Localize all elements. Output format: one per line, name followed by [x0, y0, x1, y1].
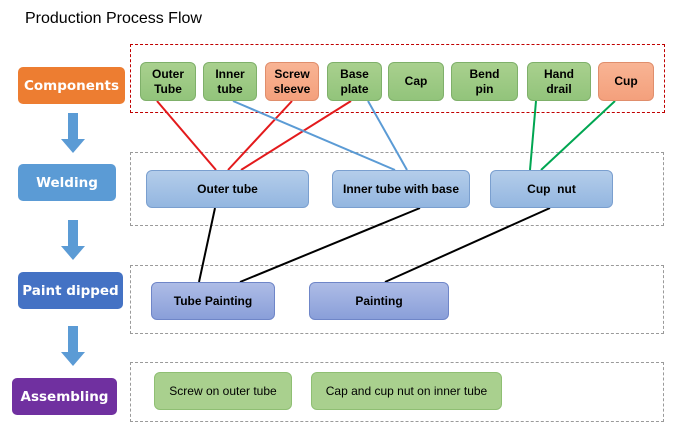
- welding-cup-nut: Cup nut: [490, 170, 613, 208]
- painting-group: [130, 265, 664, 334]
- diagram-title: Production Process Flow: [25, 10, 202, 27]
- stage-components-label: Components: [23, 77, 120, 94]
- connector-line: [367, 100, 408, 171]
- connector-line: [384, 207, 551, 283]
- components-group: [130, 44, 665, 113]
- assembling-group: [130, 362, 664, 422]
- assembling-screw-on-outer-tube: Screw on outer tube: [154, 372, 292, 410]
- component-cap: Cap: [388, 62, 444, 101]
- connector-line: [156, 100, 217, 171]
- painting-tube-painting: Tube Painting: [151, 282, 275, 320]
- stage-components: Components: [18, 67, 125, 104]
- connector-line: [227, 100, 293, 171]
- painting-painting: Painting: [309, 282, 449, 320]
- stage-welding-label: Welding: [36, 174, 98, 191]
- down-arrow-icon: [61, 113, 85, 153]
- stage-welding: Welding: [18, 164, 116, 201]
- stage-assembling: Assembling: [12, 378, 117, 415]
- stage-assembling-label: Assembling: [20, 388, 109, 405]
- stage-paint-dipped: Paint dipped: [18, 272, 123, 309]
- assembling-cap-and-cup-nut: Cap and cup nut on inner tube: [311, 372, 502, 410]
- down-arrow-icon: [61, 220, 85, 260]
- welding-outer-tube: Outer tube: [146, 170, 309, 208]
- connector-line: [232, 100, 396, 171]
- connector-line: [540, 100, 616, 171]
- welding-inner-tube-with-base: Inner tube with base: [332, 170, 470, 208]
- connector-line: [529, 100, 537, 171]
- connector-line: [198, 207, 216, 283]
- connector-line: [239, 207, 421, 283]
- component-cup: Cup: [598, 62, 654, 101]
- connector-line: [240, 100, 352, 171]
- stage-paint-dipped-label: Paint dipped: [22, 282, 119, 299]
- down-arrow-icon: [61, 326, 85, 366]
